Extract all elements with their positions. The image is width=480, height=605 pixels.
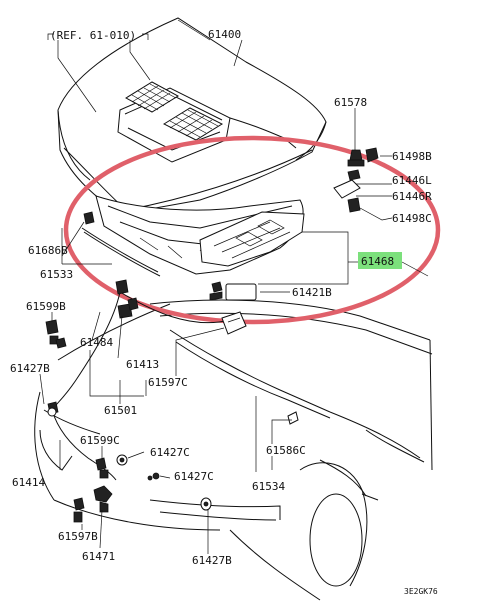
label-61498C[interactable]: 61498C [392,212,432,225]
hinge-61446 [333,169,361,199]
highlight-circle [63,135,441,325]
label-61599B[interactable]: 61599B [26,300,66,313]
label-61427B-left[interactable]: 61427B [10,362,50,375]
part-highlight-box [358,252,402,269]
label-61400[interactable]: 61400 [208,28,241,41]
clip-61586C [287,411,299,425]
label-61533[interactable]: 61533 [40,268,73,281]
hood-vent-mesh-left [124,81,180,113]
label-61597C[interactable]: 61597C [148,376,188,389]
part-labels: (REF. 61-010) 61400 61578 61498B 61446L … [10,28,438,596]
ref-label: (REF. 61-010) [50,29,136,42]
label-61534[interactable]: 61534 [252,480,285,493]
label-61468[interactable]: 61468 [361,255,394,268]
clip-61599C [95,457,109,479]
label-61498B[interactable]: 61498B [392,150,432,163]
label-61446R[interactable]: 61446R [392,190,432,203]
nozzle-61599B [45,319,59,345]
hood-prop-rod [81,227,161,277]
clip-61427B-left [47,407,57,417]
label-61586C[interactable]: 61586C [266,444,306,457]
clip-61578 [347,149,365,167]
latch-61471 [93,485,113,513]
label-61427B-bottom[interactable]: 61427B [192,554,232,567]
label-61446L[interactable]: 61446L [392,174,432,187]
clip-61597B [73,497,85,523]
label-61599C[interactable]: 61599C [80,434,120,447]
label-61578[interactable]: 61578 [334,96,367,109]
label-61686B[interactable]: 61686B [28,244,68,257]
label-61501[interactable]: 61501 [104,404,137,417]
clip-61686B [83,211,95,225]
clip-61427C-a [116,454,128,466]
label-61484[interactable]: 61484 [80,336,113,349]
clip-61421B [209,281,257,301]
clip-61427B-bottom [200,497,212,511]
hood-panel [57,17,327,275]
hood-insulator-pad [199,211,305,267]
drawing-code: 3E2GK76 [404,587,438,596]
hood-vent-mesh-right [162,107,224,141]
label-61413[interactable]: 61413 [126,358,159,371]
bumper-61498C [347,197,361,213]
leader-lines [39,19,429,554]
clip-61427C-b [147,472,160,481]
label-61414[interactable]: 61414 [12,476,45,489]
label-61471[interactable]: 61471 [82,550,115,563]
label-61427C-b[interactable]: 61427C [174,470,214,483]
bumper-61498B [365,147,379,163]
washer-hose [47,279,231,481]
label-61427C-a[interactable]: 61427C [150,446,190,459]
label-61421B[interactable]: 61421B [292,286,332,299]
washer-nozzle-61597C [221,311,247,335]
label-61597B[interactable]: 61597B [58,530,98,543]
